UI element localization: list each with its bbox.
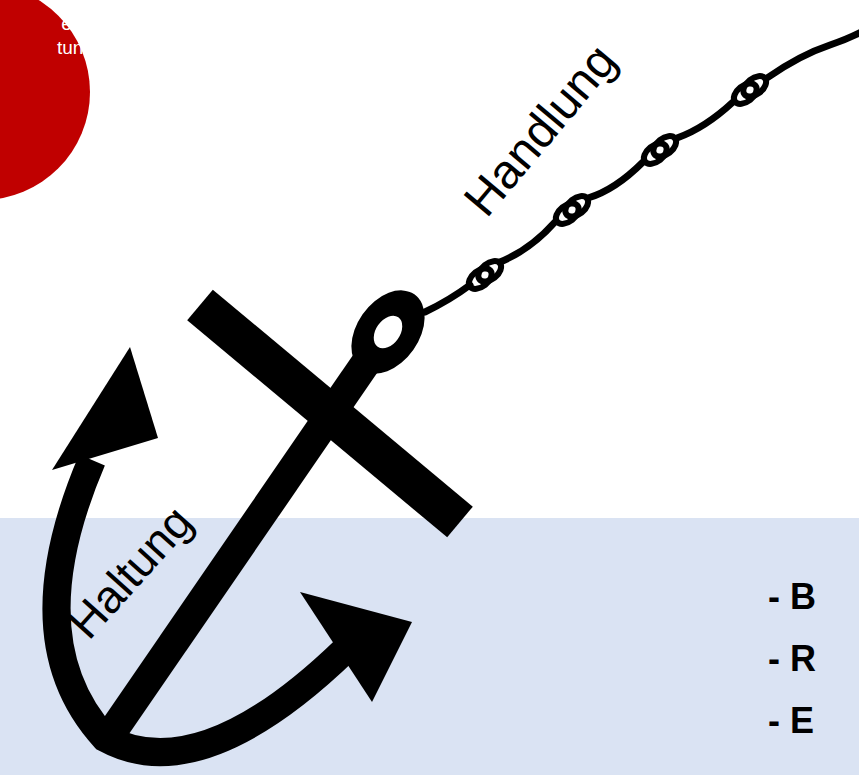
- value-circle: erte tung: [0, 0, 90, 200]
- node-text: - R: [768, 638, 848, 680]
- node-text: erte tung: [46, 12, 94, 60]
- node-text: - B: [768, 576, 848, 618]
- node-text: - E: [768, 700, 848, 742]
- action-label: Handlung: [453, 34, 627, 227]
- anchor-chain: [425, 30, 859, 312]
